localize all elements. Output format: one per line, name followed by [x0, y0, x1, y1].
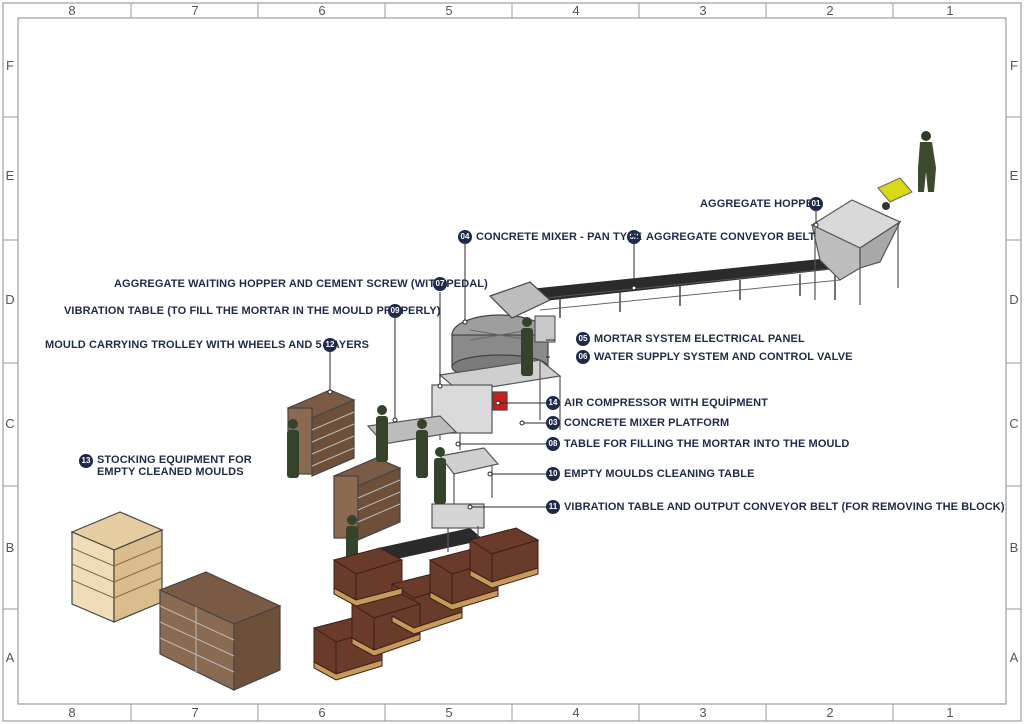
callout-02-badge: 02	[627, 230, 641, 244]
aggregate-conveyor-belt	[520, 258, 845, 318]
callout-12-badge: 12	[323, 338, 337, 352]
callout-08-label: TABLE FOR FILLING THE MORTAR INTO THE MO…	[564, 438, 850, 450]
callout-14-label: AIR COMPRESSOR WITH EQUİPMENT	[564, 397, 768, 409]
callout-06-label: WATER SUPPLY SYSTEM AND CONTROL VALVE	[594, 351, 853, 363]
callout-02-label: AGGREGATE CONVEYOR BELT	[646, 231, 816, 243]
zone-col-8-bottom: 8	[68, 705, 76, 720]
zone-row-e-right: E	[1009, 168, 1019, 183]
zone-col-4-bottom: 4	[572, 705, 580, 720]
callout-10-label: EMPTY MOULDS CLEANING TABLE	[564, 468, 755, 480]
stocking-equipment	[70, 511, 282, 691]
zone-col-2-top: 2	[826, 3, 834, 18]
callout-04-label: CONCRETE MIXER - PAN TYPE	[476, 231, 643, 243]
worker-with-wheelbarrow	[877, 131, 936, 210]
callout-01-label: AGGREGATE HOPPER	[700, 198, 822, 210]
callout-08-badge: 08	[546, 437, 560, 451]
callout-13-label-line1: STOCKING EQUIPMENT FOR	[97, 454, 252, 466]
zone-col-2-bottom: 2	[826, 705, 834, 720]
zone-row-d-left: D	[5, 292, 15, 307]
leader-dots	[327, 222, 819, 510]
zone-row-d-right: D	[1009, 292, 1019, 307]
zone-row-f-right: F	[1010, 58, 1018, 73]
zone-col-7-top: 7	[191, 3, 199, 18]
zone-col-4-top: 4	[572, 3, 580, 18]
block-pallets	[312, 527, 540, 681]
zone-row-a-left: A	[5, 650, 15, 665]
zone-row-f-left: F	[6, 58, 14, 73]
aggregate-hopper	[810, 199, 902, 305]
zone-col-6-top: 6	[318, 3, 326, 18]
callout-06-badge: 06	[576, 350, 590, 364]
zone-col-5-bottom: 5	[445, 705, 453, 720]
callout-05-badge: 05	[576, 332, 590, 346]
zone-row-c-left: C	[5, 416, 15, 431]
mixer-platform	[431, 359, 562, 450]
zone-row-c-right: C	[1009, 416, 1019, 431]
zone-col-5-top: 5	[445, 3, 453, 18]
callout-12-label: MOULD CARRYING TROLLEY WITH WHEELS AND 5…	[45, 339, 370, 351]
callout-04-badge: 04	[458, 230, 472, 244]
zone-col-1-top: 1	[946, 3, 954, 18]
zone-row-e-left: E	[5, 168, 15, 183]
callout-11-label: VIBRATION TABLE AND OUTPUT CONVEYOR BELT…	[564, 501, 1005, 513]
callout-11-badge: 11	[546, 500, 560, 514]
zone-row-b-right: B	[1009, 540, 1019, 555]
zone-col-8-top: 8	[68, 3, 76, 18]
zone-ticks	[3, 3, 1021, 721]
zone-col-7-bottom: 7	[191, 705, 199, 720]
callout-13-badge: 13	[79, 454, 93, 468]
work-tables	[366, 415, 500, 505]
callout-03-badge: 03	[546, 416, 560, 430]
callout-01-badge: 01	[809, 197, 823, 211]
output-conveyor	[378, 503, 485, 560]
callout-13-label-line2: EMPTY CLEANED MOULDS	[97, 466, 244, 478]
zone-col-3-top: 3	[699, 3, 707, 18]
zone-col-1-bottom: 1	[946, 705, 954, 720]
callout-07-label: AGGREGATE WAITING HOPPER AND CEMENT SCRE…	[114, 278, 488, 290]
zone-row-b-left: B	[5, 540, 15, 555]
callout-10-badge: 10	[546, 467, 560, 481]
callout-14-badge: 14	[546, 396, 560, 410]
zone-row-a-right: A	[1009, 650, 1019, 665]
zone-col-6-bottom: 6	[318, 705, 326, 720]
workers	[287, 317, 533, 560]
callout-03-label: CONCRETE MIXER PLATFORM	[564, 417, 730, 429]
callout-09-label: VIBRATION TABLE (TO FILL THE MORTAR IN T…	[64, 305, 441, 317]
callout-09-badge: 09	[388, 304, 402, 318]
zone-col-3-bottom: 3	[699, 705, 707, 720]
callout-05-label: MORTAR SYSTEM ELECTRICAL PANEL	[594, 333, 805, 345]
leader-lines	[329, 210, 817, 508]
callout-07-badge: 07	[433, 277, 447, 291]
